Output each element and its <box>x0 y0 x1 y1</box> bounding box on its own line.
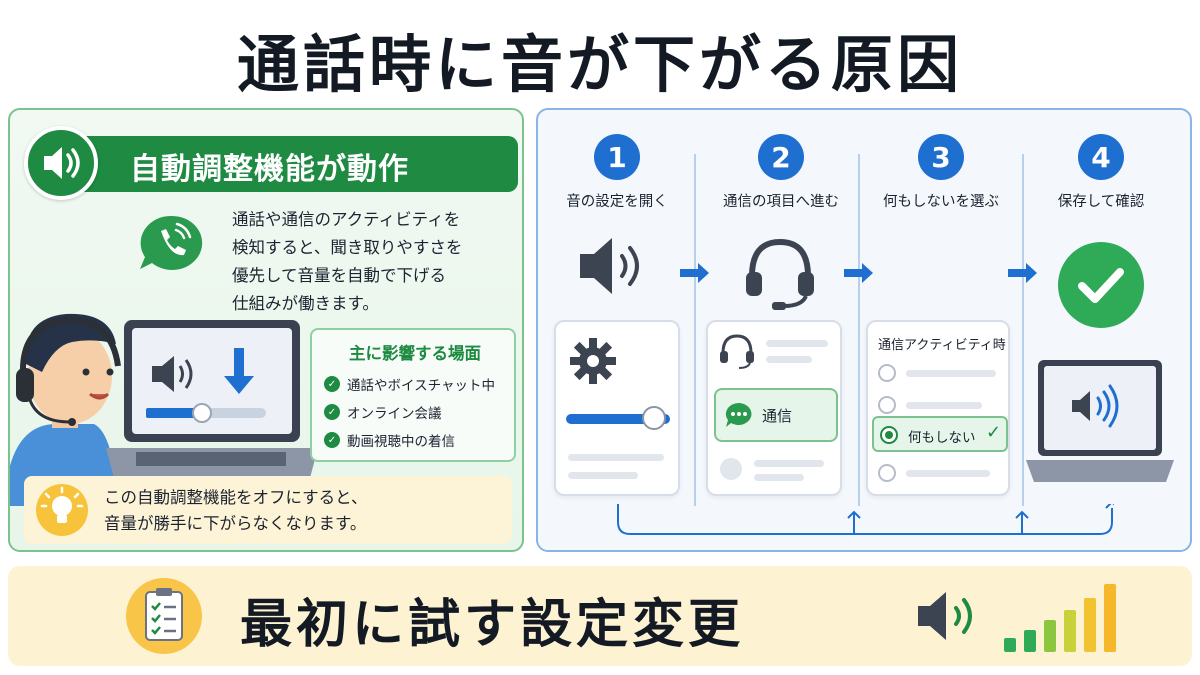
placeholder-line <box>766 340 828 347</box>
options-title: 通信アクティビティ時 <box>878 338 1006 353</box>
clipboard-checklist-icon <box>126 578 202 654</box>
cause-description: 通話や通信のアクティビティを 検知すると、聞き取りやすさを 優先して音量を自動で… <box>232 206 522 318</box>
affected-scene-label: オンライン会議 <box>347 406 442 422</box>
placeholder-line <box>754 460 824 467</box>
radio-option[interactable] <box>878 364 896 382</box>
radio-option[interactable] <box>878 396 896 414</box>
chat-bubble-icon <box>724 401 754 433</box>
radio-option[interactable] <box>878 464 896 482</box>
affected-scenes-title: 主に影響する場面 <box>349 344 481 363</box>
laptop-illustration <box>106 318 326 486</box>
step-label-2: 通信の項目へ進む <box>723 194 839 210</box>
volume-slider[interactable] <box>566 414 670 424</box>
arrow-right-icon <box>1006 262 1038 288</box>
step-divider <box>858 154 860 506</box>
loop-back-arrow <box>614 500 1119 544</box>
placeholder-line <box>906 402 982 409</box>
steps-panel: 1 音の設定を開く <box>536 108 1192 552</box>
selected-option[interactable]: 何もしない ✓ <box>872 416 1008 452</box>
tip-line: この自動調整機能をオフにすると、 <box>104 488 368 507</box>
headset-icon <box>742 234 818 314</box>
bottom-banner: 最初に試す設定変更 <box>8 566 1192 666</box>
communication-card: 通信 <box>706 320 842 496</box>
step-divider <box>1022 154 1024 506</box>
placeholder-line <box>766 356 812 363</box>
check-icon: ✓ <box>324 432 340 448</box>
description-line: 通話や通信のアクティビティを <box>232 210 461 229</box>
arrow-right-icon <box>842 262 874 288</box>
affected-scenes-box: 主に影響する場面 ✓ 通話やボイスチャット中 ✓ オンライン会議 ✓ 動画視聴中… <box>310 328 516 462</box>
gear-icon <box>568 336 618 390</box>
placeholder-line <box>568 472 638 479</box>
lightbulb-icon <box>36 484 88 536</box>
radio-selected[interactable] <box>880 426 898 444</box>
description-line: 優先して音量を自動で下げる <box>232 266 447 285</box>
step-label-1: 音の設定を開く <box>566 194 668 210</box>
check-icon: ✓ <box>324 376 340 392</box>
volume-level-bars <box>1002 578 1132 652</box>
step-number-3: 3 <box>918 134 964 180</box>
placeholder-line <box>568 454 664 461</box>
activity-options-card: 通信アクティビティ時 何もしない ✓ <box>866 320 1010 496</box>
check-icon: ✓ <box>324 404 340 420</box>
step-number-2: 2 <box>758 134 804 180</box>
placeholder-avatar <box>720 458 742 480</box>
speaker-icon <box>574 226 654 310</box>
tip-box: この自動調整機能をオフにすると、 音量が勝手に下がらなくなります。 <box>24 476 512 544</box>
bottom-heading: 最初に試す設定変更 <box>240 595 745 655</box>
affected-scene-label: 動画視聴中の着信 <box>347 434 455 450</box>
step-label-3: 何もしないを選ぶ <box>883 194 999 210</box>
speaker-icon <box>24 126 98 200</box>
tip-line: 音量が勝手に下がらなくなります。 <box>104 514 367 533</box>
placeholder-line <box>754 474 804 481</box>
cause-banner: 自動調整機能が動作 <box>68 136 518 192</box>
check-icon: ✓ <box>986 422 1002 443</box>
communication-option-label: 通信 <box>762 407 793 425</box>
step-divider <box>694 154 696 506</box>
description-line: 検知すると、聞き取りやすさを <box>232 238 463 257</box>
step-number-4: 4 <box>1078 134 1124 180</box>
affected-scene-label: 通話やボイスチャット中 <box>347 378 495 394</box>
laptop-volume-illustration <box>1026 358 1176 492</box>
arrow-right-icon <box>678 262 710 288</box>
tip-text: この自動調整機能をオフにすると、 音量が勝手に下がらなくなります。 <box>104 485 368 537</box>
slider-handle[interactable] <box>642 406 666 430</box>
step-label-4: 保存して確認 <box>1057 194 1145 210</box>
description-line: 仕組みが働きます。 <box>232 294 379 313</box>
cause-banner-label: 自動調整機能が動作 <box>130 152 409 187</box>
affected-scene-item: ✓ 通話やボイスチャット中 <box>324 374 495 394</box>
affected-scene-item: ✓ 動画視聴中の着信 <box>324 430 455 450</box>
affected-scene-item: ✓ オンライン会議 <box>324 402 442 422</box>
speaker-icon <box>912 584 992 652</box>
phone-call-icon <box>136 212 208 276</box>
headset-icon <box>718 332 756 374</box>
cause-panel: 自動調整機能が動作 通話や通信のアクティビティを 検知すると、聞き取りやすさを … <box>8 108 524 552</box>
page-title: 通話時に音が下がる原因 <box>236 28 963 101</box>
placeholder-line <box>906 370 996 377</box>
cause-header: 自動調整機能が動作 <box>24 126 518 200</box>
communication-option[interactable]: 通信 <box>714 388 838 442</box>
checkmark-icon <box>1058 242 1144 328</box>
selected-option-label: 何もしない <box>908 430 976 446</box>
placeholder-line <box>906 470 990 477</box>
settings-card <box>554 320 680 496</box>
step-number-1: 1 <box>594 134 640 180</box>
